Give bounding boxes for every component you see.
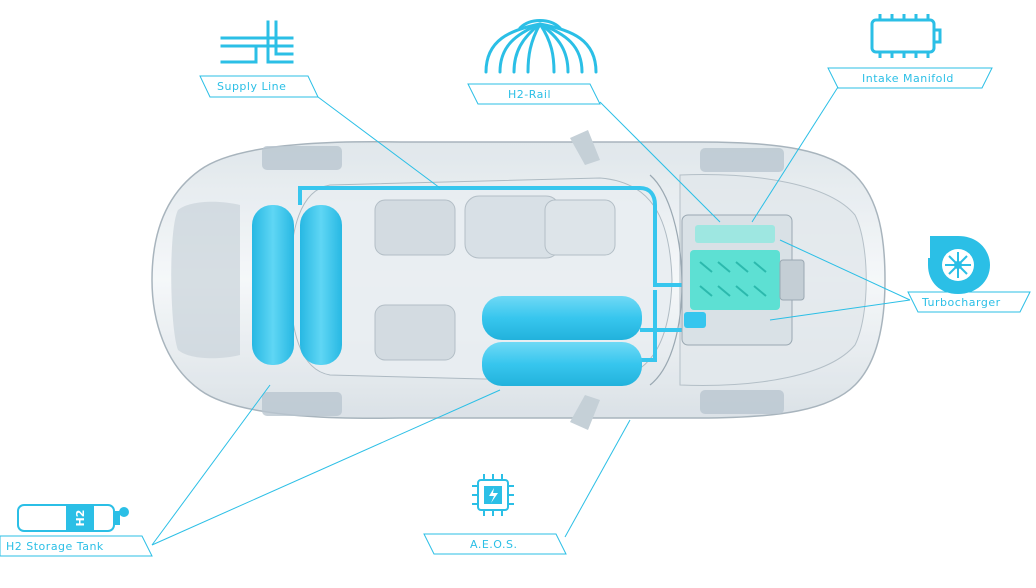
wheel-rear-right (262, 392, 342, 416)
rail-icon (484, 19, 598, 74)
label-plates (0, 67, 1031, 557)
turbocharger-callout-1 (779, 239, 911, 301)
intake-manifold-plate (827, 67, 993, 89)
intake-manifold-label: Intake Manifold (862, 72, 954, 85)
rear-h2-tanks (252, 205, 342, 365)
turbocharger-label: Turbocharger (922, 296, 1001, 309)
wheel-front-right (700, 390, 784, 414)
supply-line-label: Supply Line (217, 80, 287, 93)
h2-rail-plate (467, 83, 601, 105)
callout-lines (151, 86, 911, 546)
storage-tank-callout-2 (151, 389, 501, 546)
turbocharger-callout-2 (769, 299, 911, 321)
h2-storage-tank-plate (0, 535, 153, 557)
aeos-plate (423, 533, 567, 555)
engine (681, 214, 805, 346)
wheel-front-left (700, 148, 784, 172)
h2-rail-label: H2-Rail (508, 88, 551, 101)
chip-icon (472, 474, 514, 516)
storage-tank-callout-1 (151, 384, 271, 546)
wheel-rear-left (262, 146, 342, 170)
center-h2-tanks (482, 296, 642, 386)
aeos-label: A.E.O.S. (470, 538, 518, 551)
turbo-icon (928, 236, 990, 294)
aeos-callout (564, 419, 631, 538)
pipes-icon (220, 20, 294, 64)
supply-line-plate (199, 75, 319, 98)
intake-manifold-callout (751, 86, 839, 223)
manifold-icon (870, 14, 942, 58)
h2-rail-callout (599, 101, 721, 223)
turbocharger-plate (907, 291, 1031, 313)
h2-tank-icon: H2 (17, 504, 129, 532)
supply-line-callout (317, 96, 441, 189)
h2-tank-icon-label: H2 (74, 510, 87, 527)
h2-storage-tank-label: H2 Storage Tank (6, 540, 104, 553)
